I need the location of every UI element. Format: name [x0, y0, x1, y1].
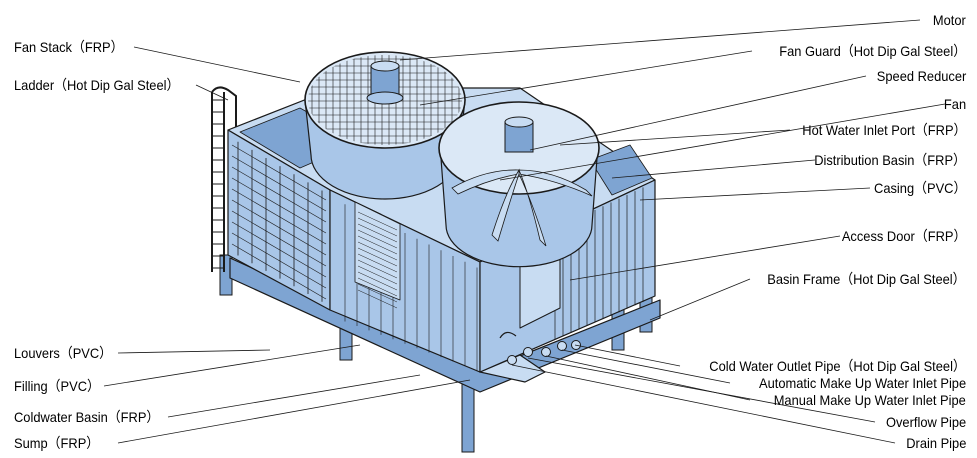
leader-line: [117, 349, 271, 354]
louver-line: [357, 259, 398, 279]
louver-line: [357, 211, 398, 231]
leader-line: [133, 46, 301, 83]
louver-line: [357, 289, 398, 309]
louver-line: [357, 217, 398, 237]
fan-blade: [491, 168, 520, 242]
louver-line: [357, 283, 398, 303]
louver-slat: [231, 155, 327, 212]
float-valve: [499, 331, 517, 339]
louver-line: [357, 277, 398, 297]
leader-line: [561, 349, 731, 384]
tower-body: [211, 51, 661, 453]
louver-line: [357, 229, 398, 249]
leader-line: [167, 374, 421, 418]
label-speed-reducer: Speed Reducer: [876, 68, 966, 84]
louver-slat: [231, 232, 327, 289]
louver-line: [357, 271, 398, 291]
label-access-door: Access Door（FRP）: [841, 228, 966, 244]
louver-slat: [231, 188, 327, 245]
label-fan-guard: Fan Guard（Hot Dip Gal Steel）: [779, 43, 966, 59]
label-fan: Fan: [943, 96, 966, 112]
label-overflow-pipe: Overflow Pipe: [885, 414, 966, 430]
label-manual-make-up: Manual Make Up Water Inlet Pipe: [773, 392, 966, 408]
ladder-handrail: [211, 86, 237, 130]
fan-blade: [518, 169, 593, 197]
louver-slat: [231, 166, 327, 223]
leader-line: [611, 159, 816, 179]
leader-line: [574, 344, 681, 367]
label-motor: Motor: [933, 12, 966, 28]
pipe-end: [557, 341, 567, 351]
fan-blade: [451, 169, 520, 195]
label-louvers: Louvers（PVC）: [14, 345, 113, 361]
louver-line: [357, 247, 398, 267]
louver-line: [357, 241, 398, 261]
leader-line: [103, 344, 361, 387]
louver-line: [357, 235, 398, 255]
label-automatic-make-up: Automatic Make Up Water Inlet Pipe: [758, 375, 966, 391]
leader-line: [529, 75, 867, 151]
leader-line: [559, 129, 791, 146]
louver-line: [357, 253, 398, 273]
leader-line: [195, 84, 229, 101]
label-cold-water-outlet-pipe: Cold Water Outlet Pipe（Hot Dip Gal Steel…: [709, 358, 966, 374]
louver-slat: [231, 144, 327, 201]
leader-line: [399, 19, 921, 61]
speed-reducer-left: [366, 91, 404, 105]
louver-line: [357, 265, 398, 285]
leader-line: [117, 379, 471, 444]
fan-blade: [518, 169, 547, 247]
leader-line: [639, 187, 871, 201]
label-fan-stack: Fan Stack（FRP）: [14, 39, 124, 55]
motor-top-left: [370, 60, 400, 72]
label-drain-pipe: Drain Pipe: [905, 435, 966, 451]
louver-line: [357, 223, 398, 243]
leader-line: [527, 357, 876, 423]
leader-line: [649, 278, 751, 321]
motor-top-right: [504, 116, 534, 128]
leader-line: [511, 364, 896, 444]
label-coldwater-basin: Coldwater Basin（FRP）: [14, 409, 160, 425]
leader-lines: [103, 19, 946, 444]
leader-line: [569, 235, 841, 281]
leader-line: [419, 50, 753, 106]
louver-slat: [231, 243, 327, 300]
distribution-basin: [589, 144, 653, 196]
pipe-end: [507, 355, 517, 365]
leader-line: [499, 103, 946, 181]
label-sump: Sump（FRP）: [14, 435, 100, 451]
label-filling: Filling（PVC）: [14, 378, 100, 394]
pipe-end: [523, 347, 533, 357]
label-basin-frame: Basin Frame（Hot Dip Gal Steel）: [767, 271, 966, 287]
louver-slat: [231, 177, 327, 234]
label-casing: Casing（PVC）: [873, 180, 966, 196]
louver-slat: [231, 221, 327, 278]
louver-slat: [231, 210, 327, 267]
label-ladder: Ladder（Hot Dip Gal Steel）: [14, 77, 180, 93]
pipe-end: [541, 347, 551, 357]
label-distribution-basin: Distribution Basin（FRP）: [814, 152, 966, 168]
louver-slat: [231, 199, 327, 256]
label-hot-water-inlet-port: Hot Water Inlet Port（FRP）: [801, 122, 966, 138]
